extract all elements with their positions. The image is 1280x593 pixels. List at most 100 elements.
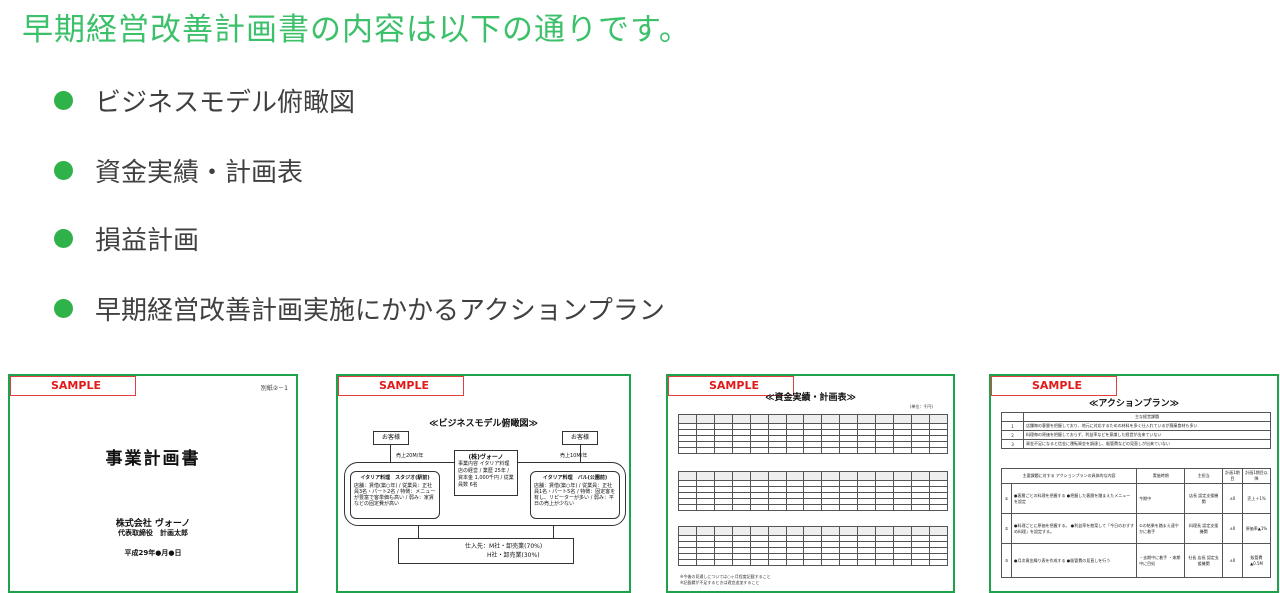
mini-grid-cell: [875, 447, 895, 454]
mini-grid-cell: [821, 471, 841, 481]
mini-grid-cell: [839, 471, 859, 481]
mini-grid-cell: [713, 471, 733, 481]
list-item-label: 早期経営改善計画実施にかかるアクションプラン: [95, 295, 665, 326]
mini-grid-cell: [910, 414, 930, 424]
mini-grid-cell: [767, 414, 787, 424]
mini-grid-cell: [857, 559, 877, 566]
plan-target-2: 原価率▲1%: [1242, 513, 1271, 544]
mini-grid-cell: [839, 414, 859, 424]
content-list: ビジネスモデル俯瞰図 資金実績・計画表 損益計画 早期経営改善計画実施にかかるア…: [54, 83, 665, 361]
diagram-title: ≪ビジネスモデル俯瞰図≫: [429, 419, 538, 429]
sample-badge: SAMPLE: [991, 376, 1117, 396]
mini-grid-cell: [928, 526, 949, 536]
supplier-line: H社・卸売業(30%): [487, 552, 540, 559]
mini-grid-cell: [785, 471, 805, 481]
mini-grid-cell: [821, 447, 841, 454]
connector-line: [390, 445, 391, 471]
mini-grid-cell: [821, 414, 841, 424]
mini-grid-cell: [839, 504, 859, 511]
mini-grid: [678, 471, 949, 511]
supplier-line: 仕入先：M社・卸売業(70%): [465, 543, 543, 550]
mini-grid-cell: [875, 526, 895, 536]
mini-grid-cell: [749, 559, 769, 566]
mini-grid-cell: [785, 447, 805, 454]
mini-grid-cell: [910, 559, 930, 566]
shop-box: イタリア料理 バル(公園前) 店舗：賃借(築○年) / 従業員：正社員1名・パー…: [530, 471, 620, 519]
mini-grid-cell: [893, 447, 912, 454]
document-date: 平成29年●月●日: [124, 549, 182, 557]
shop-detail: 店舗：賃借(築○年) / 従業員：正社員1名・パート5名 / 特徴：固定客を有し…: [534, 483, 616, 507]
mini-grid-cell: [875, 504, 895, 511]
plan-owner: 店長 認定支援機関: [1184, 483, 1223, 514]
mini-grid-cell: [695, 471, 715, 481]
mini-grid-cell: [821, 526, 841, 536]
mini-grid-cell: [695, 414, 715, 424]
plan-no: ③: [1001, 543, 1012, 578]
mini-grid-cell: [731, 504, 751, 511]
bullet-icon: [54, 160, 73, 180]
mini-grid-cell: [678, 414, 697, 424]
customer-box: お客様: [562, 431, 598, 445]
mini-grid-cell: [767, 559, 787, 566]
thumbnail-business-plan-cover[interactable]: SAMPLE 別紙②－1 事業計画書 株式会社 ヴォーノ 代表取締役 計画太郎 …: [8, 374, 298, 593]
footnote-line: ※記載欄が不足するときは適宜追加すること: [680, 580, 760, 585]
mini-grid-cell: [713, 526, 733, 536]
mini-grid-cell: [731, 414, 751, 424]
mini-grid-cell: [857, 526, 877, 536]
table-title: ≪資金実績・計画表≫: [765, 393, 856, 403]
mini-grid-cell: [767, 526, 787, 536]
plan-content: ●月次資金繰り表を作成する ●販管費の見直しを行う: [1010, 543, 1138, 578]
thumbnail-business-model[interactable]: SAMPLE ≪ビジネスモデル俯瞰図≫ お客様 お客様 売上20M/年 売上10…: [336, 374, 631, 593]
mini-grid-cell: [875, 559, 895, 566]
mini-grid: [678, 526, 949, 566]
mini-grid-cell: [875, 414, 895, 424]
mini-grid-cell: [803, 504, 823, 511]
mini-grid-cell: [910, 526, 930, 536]
issues-header: 主な経営課題: [1023, 412, 1271, 422]
issue-text: 料理毎の原価を把握しておらず、利益率などを意識した経営が出来ていない: [1023, 430, 1271, 440]
mini-grid-cell: [731, 559, 751, 566]
document-ref: 別紙②－1: [260, 385, 288, 392]
plan-no: ②: [1001, 513, 1012, 544]
plan-table: 主要課題に対する アクションプランの具体的な内容 実施時期 主担当 計画1期目 …: [1000, 468, 1271, 578]
mini-grid-cell: [821, 559, 841, 566]
mini-grid-cell: [803, 447, 823, 454]
mini-grid-cell: [785, 559, 805, 566]
bullet-icon: [54, 90, 73, 110]
plan-header: 主担当: [1184, 468, 1223, 484]
document-title: 事業計画書: [105, 449, 201, 469]
representative: 代表取締役 計画太郎: [118, 529, 188, 537]
list-item-label: 資金実績・計画表: [95, 157, 304, 188]
connector-line: [418, 526, 419, 538]
list-item-label: ビジネスモデル俯瞰図: [95, 87, 356, 118]
plan-owner: 社長 店長 認定支援機関: [1184, 543, 1223, 578]
mini-grid-cell: [910, 471, 930, 481]
thumbnail-cashflow-table[interactable]: SAMPLE ≪資金実績・計画表≫ (単位：千円) ※今後の見通しについては○ヶ…: [666, 374, 955, 593]
mini-grid: [678, 414, 949, 454]
plan-owner: 料理長 認定支援機関: [1184, 513, 1223, 544]
company-name: 株式会社 ヴォーノ: [115, 519, 191, 529]
mini-grid-cell: [839, 559, 859, 566]
mini-grid-cell: [893, 559, 912, 566]
shop-detail: 店舗：賃借(築○年) / 従業員：正社員3名・パート2名 / 特徴：メニューが豊…: [354, 483, 436, 507]
sample-badge: SAMPLE: [668, 376, 794, 396]
shop-box: イタリア料理 スタジオ(駅前) 店舗：賃借(築○年) / 従業員：正社員3名・パ…: [350, 471, 440, 519]
mini-grid-cell: [785, 504, 805, 511]
mini-grid-cell: [695, 559, 715, 566]
connector-line: [580, 445, 581, 471]
mini-grid-cell: [893, 526, 912, 536]
mini-grid-cell: [749, 414, 769, 424]
mini-grid-cell: [857, 447, 877, 454]
plan-target-1: ±0: [1221, 543, 1244, 578]
list-item: 損益計画: [54, 221, 665, 256]
mini-grid-cell: [695, 447, 715, 454]
mini-grid-cell: [731, 526, 751, 536]
mini-grid-cell: [803, 414, 823, 424]
issue-text: 店舗毎の客層を把握しており、地元に対応するための材料を多く仕入れているが廃棄食材…: [1023, 421, 1271, 431]
shop-name: イタリア料理 スタジオ(駅前): [360, 475, 430, 481]
mini-grid-cell: [857, 504, 877, 511]
mini-grid-cell: [839, 526, 859, 536]
bullet-icon: [54, 228, 73, 248]
